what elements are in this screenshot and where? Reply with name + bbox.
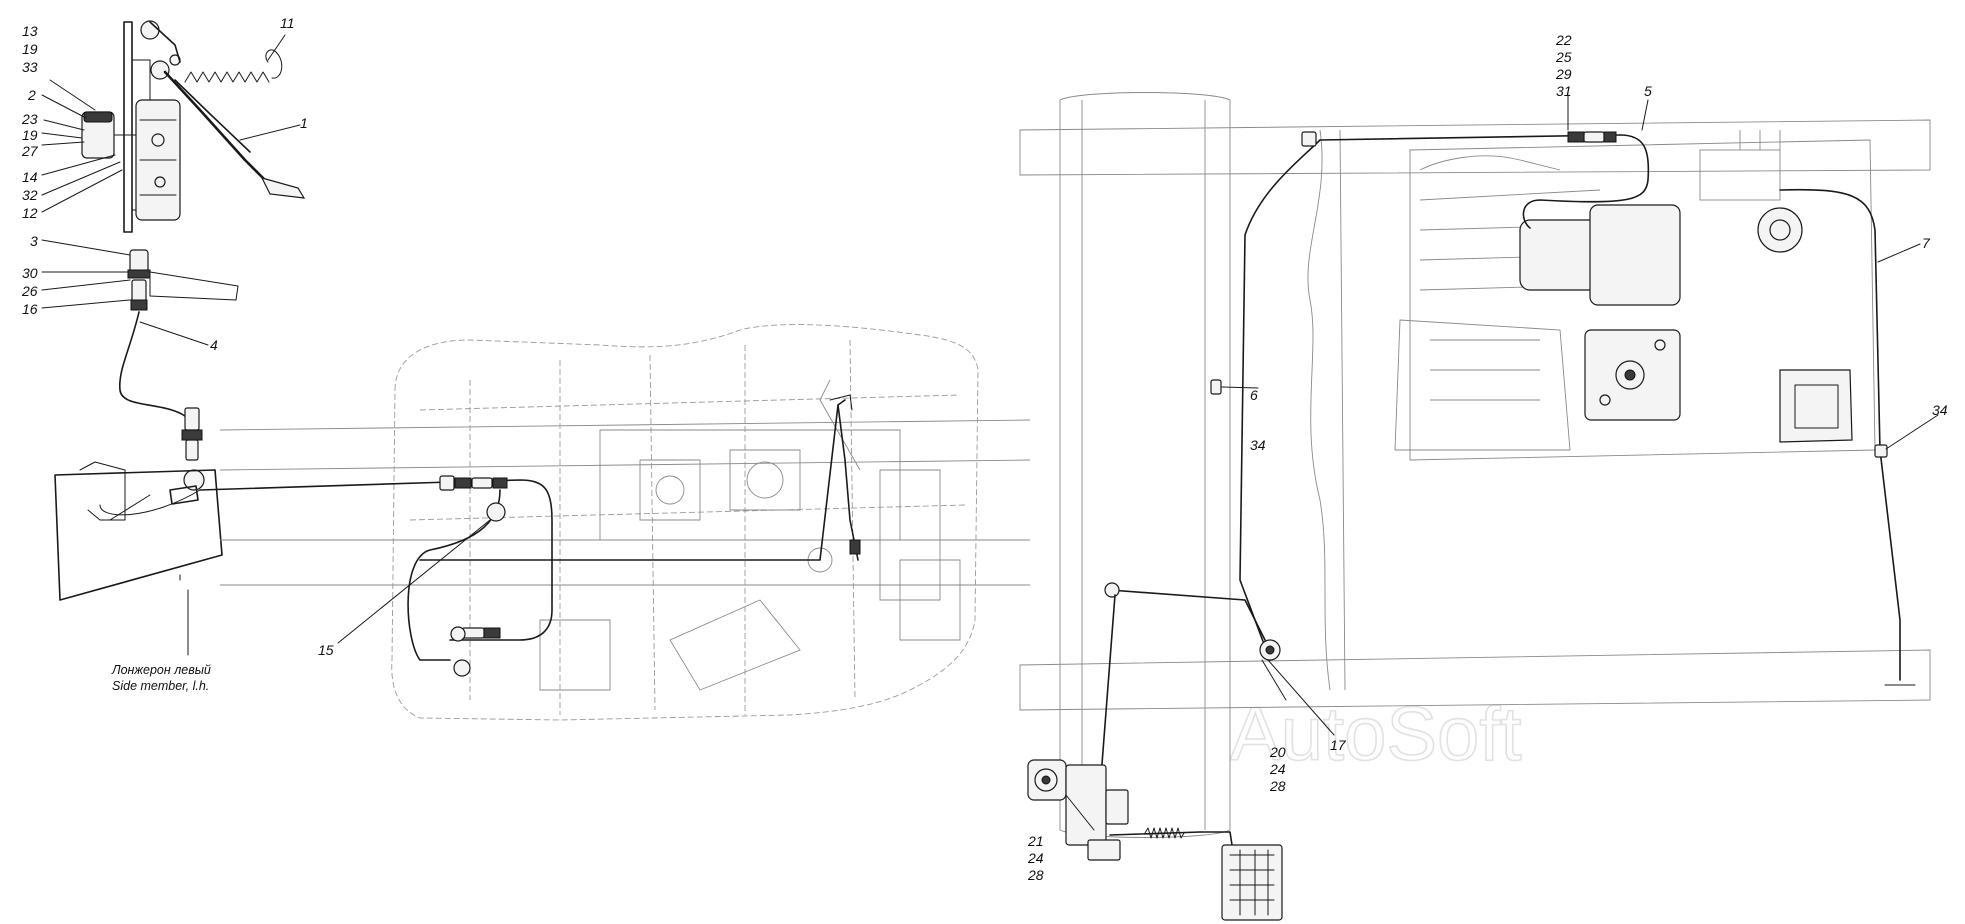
- callout-28b: 28: [1027, 867, 1044, 883]
- callout-6: 6: [1250, 387, 1258, 403]
- callout-labels: 13 19 33 11 2 23 19 27 1 14 32 12 3 30 2…: [21, 15, 1948, 883]
- callout-5: 5: [1644, 83, 1652, 99]
- callout-26: 26: [21, 283, 38, 299]
- callout-12: 12: [22, 205, 38, 221]
- callout-16: 16: [22, 301, 38, 317]
- clutch-pedal-assembly: [81, 20, 306, 491]
- callout-28: 28: [1269, 778, 1286, 794]
- callout-14: 14: [22, 169, 38, 185]
- callout-1: 1: [300, 115, 308, 131]
- callout-11: 11: [280, 15, 295, 31]
- left-side-member: [54, 461, 223, 601]
- callout-19: 19: [22, 41, 38, 57]
- callout-27: 27: [21, 143, 39, 159]
- callout-30: 30: [22, 265, 38, 281]
- callout-15: 15: [318, 642, 334, 658]
- callout-29: 29: [1555, 66, 1572, 82]
- callout-22: 22: [1555, 32, 1572, 48]
- callout-20: 20: [1269, 744, 1286, 760]
- callout-17: 17: [1330, 737, 1347, 753]
- callout-4: 4: [210, 337, 218, 353]
- callout-24: 24: [1269, 761, 1286, 777]
- callout-23: 23: [21, 111, 38, 127]
- side-member-label-en: Side member, l.h.: [112, 679, 209, 693]
- callout-34b: 34: [1932, 402, 1948, 418]
- callout-3: 3: [30, 233, 38, 249]
- transmission-frame-view: [199, 324, 1031, 721]
- callout-24b: 24: [1027, 850, 1044, 866]
- callout-13: 13: [22, 23, 38, 39]
- side-member-annotation: Лонжерон левый Side member, l.h.: [111, 589, 211, 693]
- watermark: AutoSoft: [1230, 692, 1522, 777]
- callout-25: 25: [1555, 49, 1572, 65]
- callout-33: 33: [22, 59, 38, 75]
- callout-19b: 19: [22, 127, 38, 143]
- callout-21: 21: [1027, 833, 1044, 849]
- callout-32: 32: [22, 187, 38, 203]
- callout-7: 7: [1922, 235, 1931, 251]
- callout-2: 2: [27, 87, 36, 103]
- leader-lines: [41, 34, 1939, 831]
- callout-31: 31: [1556, 83, 1572, 99]
- side-member-label-ru: Лонжерон левый: [111, 663, 211, 677]
- callout-34: 34: [1250, 437, 1266, 453]
- frame-top-view: [1019, 92, 1931, 921]
